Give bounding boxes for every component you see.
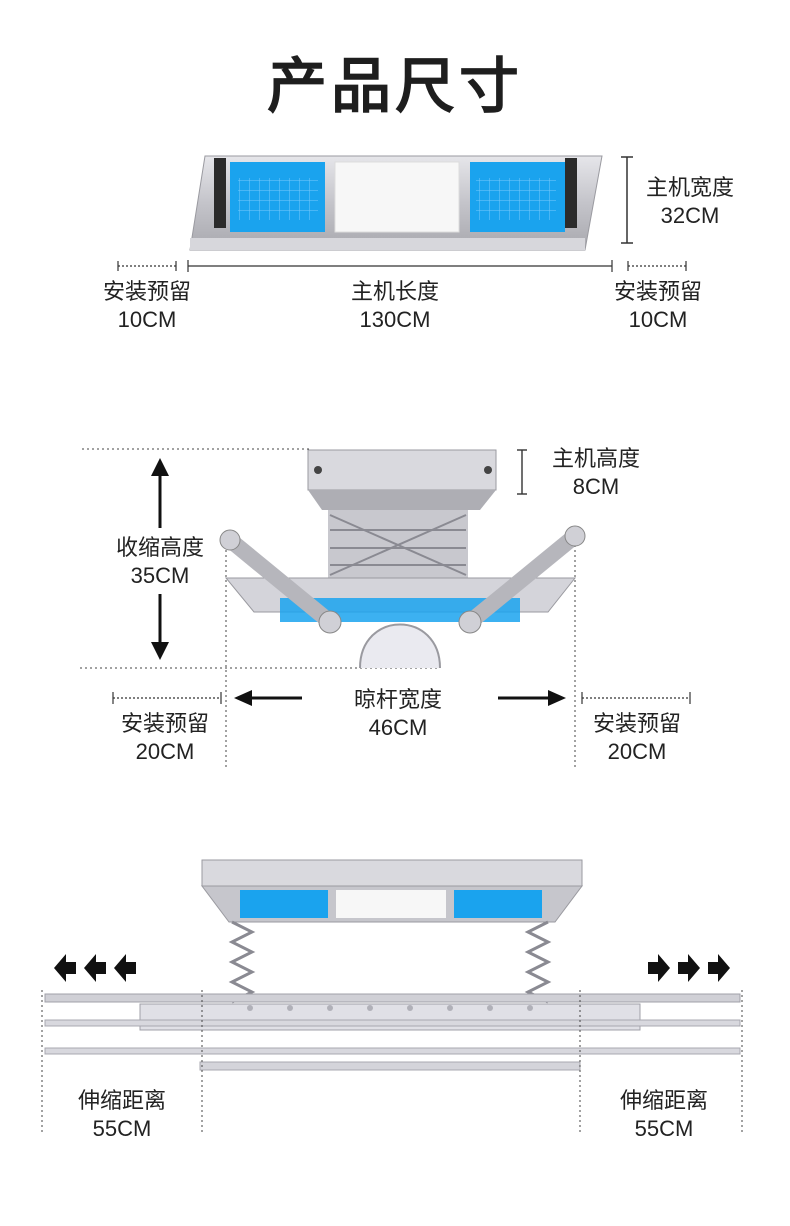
length-dimension-line bbox=[187, 260, 613, 272]
host-front-view bbox=[219, 449, 586, 669]
front-view-diagram bbox=[80, 448, 691, 770]
extend-left-arrows bbox=[54, 954, 136, 982]
extend-right-arrows bbox=[648, 954, 730, 982]
host-extended-view bbox=[44, 859, 741, 1071]
retract-height-arrows bbox=[151, 458, 169, 660]
top-view-diagram bbox=[117, 155, 687, 272]
width-dimension-line bbox=[621, 156, 633, 244]
rod-width-arrows bbox=[234, 690, 566, 706]
led-panel bbox=[334, 161, 460, 233]
host-height-dimension-line bbox=[517, 449, 527, 495]
host-top-view bbox=[189, 155, 603, 251]
extend-guide-lines bbox=[41, 990, 743, 1134]
page-title: 产品尺寸 bbox=[267, 53, 523, 120]
